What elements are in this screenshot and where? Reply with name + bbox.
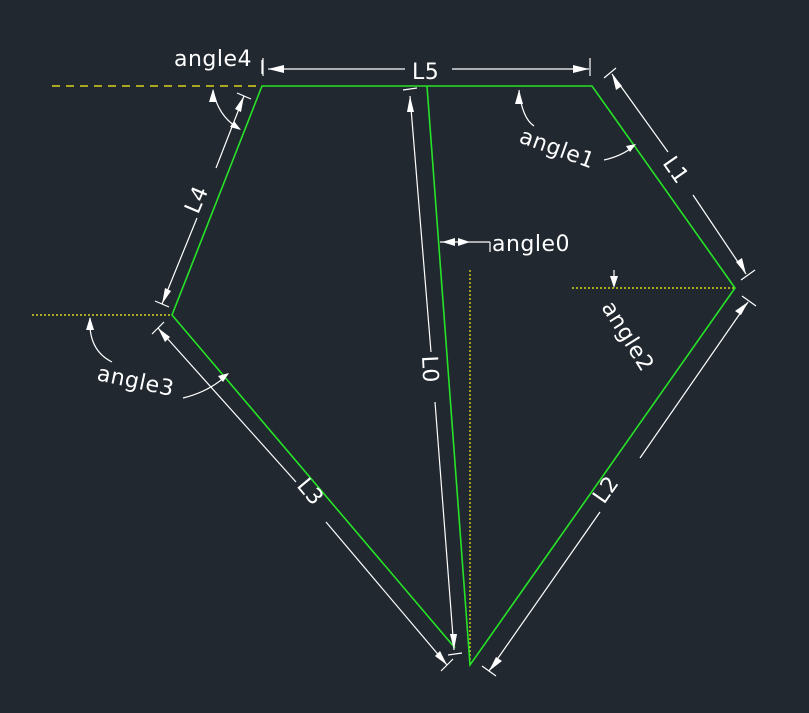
dimension-angle4: angle4 — [174, 47, 263, 130]
label-L3: L3 — [291, 474, 328, 511]
label-L1: L1 — [657, 152, 693, 189]
dimension-angle1: angle1 — [515, 89, 636, 174]
dimension-angle3: angle3 — [86, 317, 229, 402]
dimension-angle2: angle2 — [596, 270, 659, 376]
dimension-L3: L3 — [151, 321, 454, 672]
dimension-L2: L2 — [481, 295, 757, 677]
dimension-L0: L0 — [402, 87, 463, 656]
label-angle0: angle0 — [492, 232, 570, 257]
label-angle2: angle2 — [596, 297, 659, 376]
label-angle3: angle3 — [95, 361, 177, 402]
dimension-L5: L5 — [262, 58, 591, 85]
label-angle4: angle4 — [174, 47, 252, 72]
dimension-angle0: angle0 — [440, 232, 570, 257]
label-angle1: angle1 — [516, 124, 598, 174]
label-L0: L0 — [416, 355, 442, 384]
label-L2: L2 — [588, 472, 624, 509]
label-L4: L4 — [181, 182, 215, 217]
label-L5: L5 — [412, 60, 439, 85]
dimension-L1: L1 — [603, 67, 756, 281]
shape-outline — [171, 85, 736, 668]
